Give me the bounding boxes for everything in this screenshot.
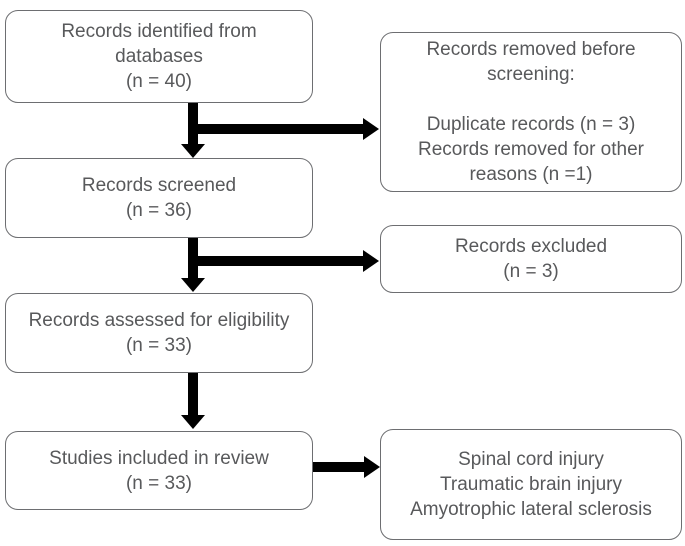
box-records-screened: Records screened (n = 36) [5,158,313,238]
arrow-screened-to-excluded-icon [188,250,379,272]
box-records-assessed-text: Records assessed for eligibility (n = 33… [28,310,290,356]
box-review-conditions-text: Spinal cord injury Traumatic brain injur… [410,449,652,520]
box-studies-included-text: Studies included in review (n = 33) [49,447,269,494]
box-studies-included: Studies included in review (n = 33) [5,431,313,510]
arrow-assessed-to-included-icon [181,373,205,429]
box-records-removed-before-screening-text: Records removed before screening: Duplic… [418,39,644,185]
arrow-identified-to-removed-icon [188,118,379,140]
box-review-conditions: Spinal cord injury Traumatic brain injur… [380,429,682,540]
arrow-included-to-conditions-icon [313,456,380,478]
box-records-excluded: Records excluded (n = 3) [380,225,682,293]
box-records-assessed: Records assessed for eligibility (n = 33… [5,293,313,373]
box-records-excluded-text: Records excluded (n = 3) [454,236,608,282]
box-records-removed-before-screening: Records removed before screening: Duplic… [380,32,682,192]
box-records-identified: Records identified from databases (n = 4… [5,10,313,103]
box-records-identified-text: Records identified from databases (n = 4… [61,21,257,92]
box-records-screened-text: Records screened (n = 36) [81,175,237,221]
